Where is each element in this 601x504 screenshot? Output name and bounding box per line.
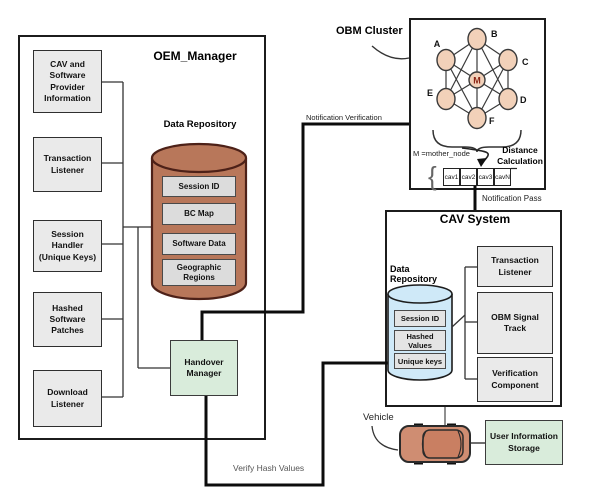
cav-repo-row-unique-keys: Unique keys [394,353,446,369]
graph-node-labels: A B C D E F M [427,29,529,126]
obm-cluster-title: OBM Cluster [336,25,403,37]
oem-module-transaction-listener: Transaction Listener [33,137,102,192]
cav-repo-row-session-id: Session ID [394,310,446,327]
cav-table-brace: { [428,161,437,191]
cav-table-cell-2: cav2 [460,168,477,186]
cav-table-cell-n: cavN [494,168,511,186]
cav-repo-row-hashed-values: Hashed Values [394,330,446,351]
oem-bus-lines [102,81,170,398]
cav-system-title: CAV System [439,212,511,226]
oem-repository-label: Data Repository [163,119,237,130]
distance-arrowhead [477,158,487,167]
oem-repo-row-software-data: Software Data [162,233,236,255]
graph-brace [432,129,522,153]
cav-repository-label: Data Repository [390,264,438,284]
cav-module-obm-signal-track: OBM Signal Track [477,292,553,354]
oem-module-cav-software-provider: CAV and Software Provider Information [33,50,102,113]
oem-module-session-handler: Session Handler (Unique Keys) [33,220,102,272]
oem-repo-row-geographic-regions: Geographic Regions [162,259,236,286]
node-a-label: A [434,39,441,49]
cav-table-cell-3: cav3 [477,168,494,186]
cav-module-transaction-listener: Transaction Listener [477,246,553,287]
notification-pass-label: Notification Pass [482,194,542,203]
graph-nodes [436,27,518,130]
oem-module-download-listener: Download Listener [33,370,102,427]
node-e [436,87,456,111]
node-c-label: C [522,57,529,67]
node-f [467,106,487,130]
verify-hash-values-line [204,361,389,487]
handover-manager-box: Handover Manager [170,340,238,396]
oem-manager-title: OEM_Manager [153,49,237,63]
node-d-label: D [520,95,527,105]
mother-node-note: M =mother_node [413,149,470,158]
oem-module-hashed-software-patches: Hashed Software Patches [33,292,102,347]
node-d [498,87,518,111]
node-a [436,48,456,72]
cav-bracket-lines [451,266,477,380]
notification-verification-line [200,122,409,340]
node-b-label: B [491,29,498,39]
obm-label-pointer [371,45,410,60]
oem-repo-row-session-id: Session ID [162,176,236,197]
node-c [498,48,518,72]
verify-hash-values-label: Verify Hash Values [233,463,305,473]
node-m-mother [468,71,486,89]
node-f-label: F [489,116,495,126]
cav-module-verification-component: Verification Component [477,357,553,402]
notification-verification-label: Notification Verification [306,113,382,122]
node-m-label: M [473,76,481,86]
obm-node-graph: A B C D E F M [427,27,529,170]
node-b [467,27,487,51]
vehicle-label: Vehicle [363,412,394,423]
distance-calculation-label: Distance Calculation [497,145,543,166]
cav-table-cell-1: cav1 [443,168,460,186]
vehicle-label-pointer [371,425,399,451]
vehicle-car-icon [399,423,471,465]
oem-repo-row-bc-map: BC Map [162,203,236,225]
user-information-storage-box: User Information Storage [485,420,563,465]
node-e-label: E [427,88,433,98]
